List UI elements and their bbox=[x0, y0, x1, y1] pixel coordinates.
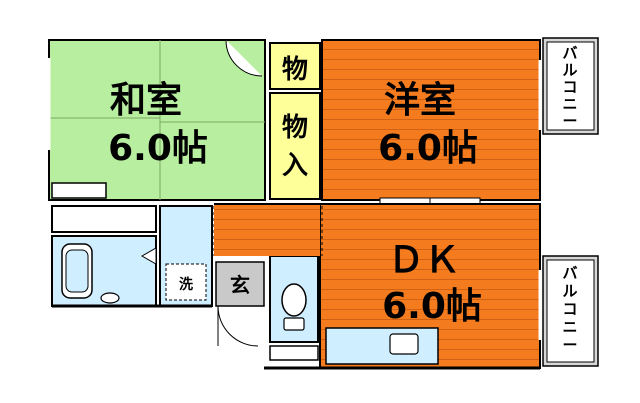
dk-size: 6.0帖 bbox=[382, 286, 482, 327]
washitsu-name: 和室 bbox=[110, 80, 182, 121]
toilet-shelf bbox=[269, 345, 319, 361]
oshiire-label-2: 入 bbox=[282, 151, 308, 181]
oshiire-closet bbox=[269, 92, 321, 200]
washer-label: 洗 bbox=[179, 276, 193, 293]
svg-text:バ: バ bbox=[562, 264, 577, 282]
svg-text:ー: ー bbox=[562, 112, 577, 130]
toilet-tank bbox=[283, 317, 305, 331]
storage-closet-label: 物 bbox=[282, 55, 308, 85]
svg-text:バ: バ bbox=[562, 44, 577, 62]
sink-icon bbox=[140, 247, 157, 265]
dk-upper-strip bbox=[214, 204, 320, 256]
balcony-bottom-label: バ ル コ ニ ー bbox=[562, 264, 577, 354]
yoshitsu-size: 6.0帖 bbox=[378, 128, 478, 169]
svg-text:ニ: ニ bbox=[562, 95, 577, 113]
svg-text:ニ: ニ bbox=[562, 318, 577, 336]
svg-text:コ: コ bbox=[562, 78, 577, 96]
kitchen-sink-icon bbox=[389, 333, 419, 355]
balcony-top-label: バ ル コ ニ ー bbox=[562, 44, 577, 130]
entrance-label: 玄 bbox=[230, 273, 250, 297]
svg-text:ル: ル bbox=[562, 61, 577, 79]
entrance bbox=[215, 261, 265, 307]
storage-closet bbox=[269, 42, 321, 90]
hall-closet bbox=[51, 205, 157, 233]
bathtub-inner bbox=[65, 249, 89, 293]
balcony-top-inner bbox=[546, 41, 595, 131]
svg-text:ー: ー bbox=[562, 336, 577, 354]
toilet-icon bbox=[281, 283, 307, 317]
svg-text:ル: ル bbox=[562, 282, 577, 300]
oshiire-label-1: 物 bbox=[282, 113, 308, 143]
washitsu-room bbox=[48, 39, 266, 201]
yoshitsu-name: 洋室 bbox=[384, 80, 456, 121]
balcony-bottom-inner bbox=[546, 259, 595, 363]
tatami-lines bbox=[49, 40, 265, 200]
kitchen-counter bbox=[325, 327, 439, 365]
washitsu-shelf bbox=[51, 182, 107, 199]
washbasin-icon bbox=[100, 292, 120, 304]
washitsu-size: 6.0帖 bbox=[108, 128, 208, 169]
svg-text:コ: コ bbox=[562, 300, 577, 318]
washitsu-door-swing bbox=[225, 39, 263, 77]
entrance-door-swing bbox=[217, 305, 259, 347]
dk-name: ＤＫ bbox=[388, 240, 460, 281]
washer-space bbox=[165, 263, 207, 301]
